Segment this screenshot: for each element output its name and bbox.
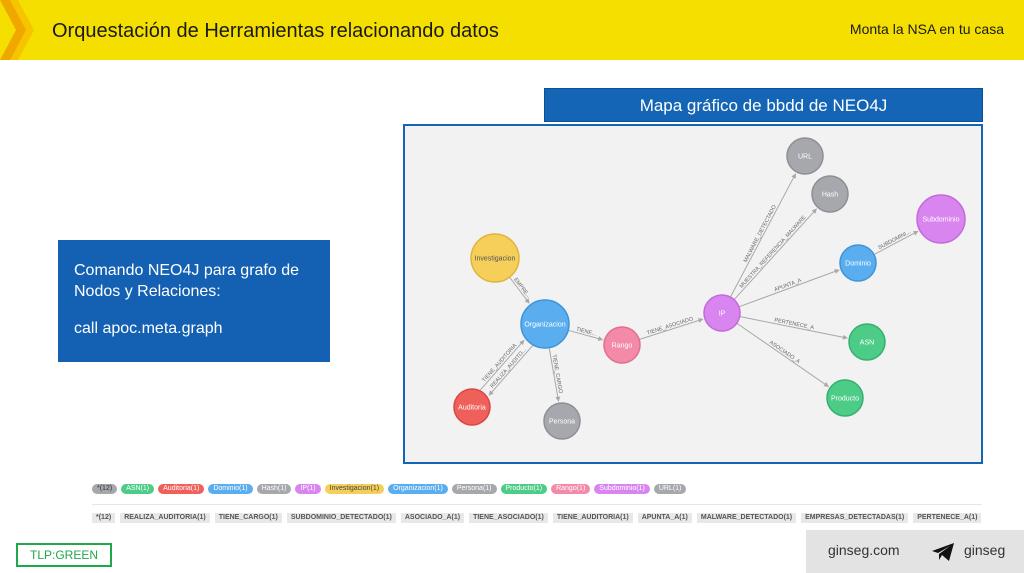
header-bar: Orquestación de Herramientas relacionand… [0,0,1024,60]
chevron-logo-icon [0,0,34,60]
graph-edge [548,347,561,402]
graph-node-circle[interactable] [703,294,741,332]
footer-brand: ginseg.com ginseg [806,530,1024,573]
graph-node-circle[interactable] [826,379,864,417]
graph-node-subdominio[interactable]: Subdominio [916,194,966,244]
graph-edge-label: ASOCIADO_A [768,340,801,365]
graph-node-persona[interactable]: Persona [543,402,581,440]
graph-node-url[interactable]: URL [786,137,824,175]
graph-edge-label: TIENE... [575,327,597,338]
graph-node-label: ASN [860,340,874,347]
graph-node-circle[interactable] [543,402,581,440]
relationship-legend-chip[interactable]: ASOCIADO_A(1) [400,513,465,523]
node-legend-chip[interactable]: Subdominio(1) [594,484,650,494]
node-legend-chip[interactable]: Dominio(1) [208,484,253,494]
node-legend: *(12)ASN(1)Auditoria(1)Dominio(1)Hash(1)… [92,484,690,498]
graph-node-auditoria[interactable]: Auditoria [453,388,491,426]
graph-edge [738,269,840,308]
node-legend-chip[interactable]: Persona(1) [451,484,497,494]
command-description: Comando NEO4J para grafo de Nodos y Rela… [74,262,300,300]
footer-handle[interactable]: ginseg [964,542,1006,558]
graph-node-label: Hash [822,192,838,199]
graph-node-ip[interactable]: IP [703,294,741,332]
node-legend-chip[interactable]: Rango(1) [551,484,591,494]
graph-node-circle[interactable] [603,326,641,364]
graph-edge-label: SUBDOMINI... [877,229,912,251]
graph-node-circle[interactable] [786,137,824,175]
relationship-legend-chip[interactable]: REALIZA_AUDITORIA(1) [120,513,210,523]
page-subtitle: Monta la NSA en tu casa [849,21,1004,37]
command-box: Comando NEO4J para grafo de Nodos y Rela… [58,240,330,362]
graph-edge-label: TIENE_CARGO [550,354,563,395]
graph-edge [488,344,534,396]
graph-node-circle[interactable] [839,244,877,282]
page-title: Orquestación de Herramientas relacionand… [52,20,499,42]
graph-edge [479,339,525,391]
graph-node-label: Organizacion [524,322,565,329]
relationship-legend-chip[interactable]: PERTENECE_A(1) [913,513,982,523]
graph-edge-label: PERTENECE_A [774,317,815,331]
graph-node-label: IP [719,311,726,318]
node-legend-chip[interactable]: Auditoria(1) [158,484,205,494]
graph-node-label: Investigacion [475,256,516,263]
graph-node-circle[interactable] [916,194,966,244]
telegram-icon[interactable] [932,543,954,561]
graph-node-hash[interactable]: Hash [811,175,849,213]
relationship-legend-chip[interactable]: MALWARE_DETECTADO(1) [696,513,797,523]
graph-node-organizacion[interactable]: Organizacion [520,299,570,349]
graph-edge [736,322,829,388]
graph-node-circle[interactable] [811,175,849,213]
graph-node-label: Subdominio [923,217,960,224]
relationship-legend-chip[interactable]: EMPRESAS_DETECTADAS(1) [801,513,909,523]
graph-node-circle[interactable] [848,323,886,361]
graph-edge [729,173,797,298]
graph-edge [733,208,817,301]
relationship-legend-chip[interactable]: TIENE_AUDITORIA(1) [552,513,633,523]
node-legend-chip[interactable]: *(12) [92,484,118,494]
graph-node-label: Persona [549,419,575,426]
graph-panel-title: Mapa gráfico de bbdd de NEO4J [544,88,983,122]
graph-edge-label: EMPRE... [512,277,532,300]
graph-node-label: Rango [612,343,633,350]
node-legend-chip[interactable]: URL(1) [653,484,687,494]
graph-edge [873,230,919,256]
graph-node-label: Auditoria [458,405,486,412]
graph-edge-label: TIENE_ASOCIADO [646,316,695,337]
graph-node-circle[interactable] [453,388,491,426]
graph-node-circle[interactable] [470,233,520,283]
graph-node-label: URL [798,154,812,161]
graph-node-circle[interactable] [520,299,570,349]
graph-node-rango[interactable]: Rango [603,326,641,364]
node-legend-chip[interactable]: ASN(1) [121,484,155,494]
graph-edge [638,318,704,340]
graph-node-label: Producto [831,396,859,403]
command-code: call apoc.meta.graph [74,320,223,337]
relationship-legend-chip[interactable]: TIENE_CARGO(1) [214,513,282,523]
relationship-legend-chip[interactable]: APUNTA_A(1) [637,513,692,523]
relationship-legend-chip[interactable]: TIENE_ASOCIADO(1) [469,513,548,523]
graph-edge [568,329,604,341]
graph-edge-label: APUNTA_A [774,278,803,294]
relationship-legend: *(12) REALIZA_AUDITORIA(1) TIENE_CARGO(1) S… [92,504,982,523]
neo4j-graph: EMPRE...TIENE...TIENE_ASOCIADOREALIZA_AU… [453,137,966,440]
relationship-legend-chip[interactable]: SUBDOMINIO_DETECTADO(1) [286,513,396,523]
graph-edge [739,316,848,340]
tlp-badge: TLP:GREEN [16,543,112,567]
graph-node-investigacion[interactable]: Investigacion [470,233,520,283]
node-legend-chip[interactable]: Investigacion(1) [324,484,385,494]
graph-node-producto[interactable]: Producto [826,379,864,417]
node-legend-chip[interactable]: IP(1) [295,484,321,494]
graph-node-label: Dominio [845,261,871,268]
graph-edge [509,276,530,304]
graph-node-dominio[interactable]: Dominio [839,244,877,282]
node-legend-chip[interactable]: Producto(1) [500,484,548,494]
graph-node-asn[interactable]: ASN [848,323,886,361]
relationship-legend-chip[interactable]: *(12) [92,513,116,523]
node-legend-chip[interactable]: Hash(1) [256,484,292,494]
footer-site[interactable]: ginseg.com [828,542,900,558]
node-legend-chip[interactable]: Organizacion(1) [388,484,448,494]
